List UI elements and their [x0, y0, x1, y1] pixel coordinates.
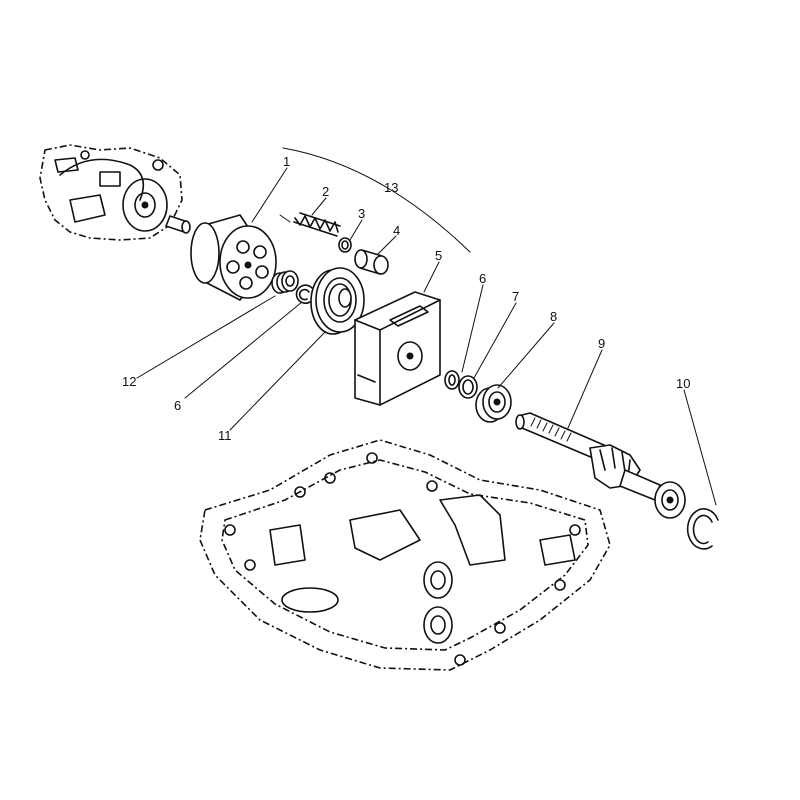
callout-2: 2	[322, 184, 329, 199]
oil-pan-case	[199, 439, 611, 671]
callout-6-left: 6	[174, 398, 181, 413]
callout-10: 10	[676, 376, 690, 391]
part-8-bearing	[475, 384, 512, 423]
part-9-shaft	[515, 412, 686, 519]
callout-11: 11	[218, 428, 232, 443]
callout-7: 7	[512, 289, 519, 304]
part-2-spring	[293, 212, 341, 237]
part-1-rotor	[190, 214, 277, 301]
part-6-circlip-right	[444, 370, 460, 390]
callout-9: 9	[598, 336, 605, 351]
part-3-ring	[338, 237, 352, 253]
part-6-circlip-left	[295, 284, 313, 305]
part-5-block	[354, 291, 441, 406]
part-11-seal	[310, 267, 365, 335]
callout-8: 8	[550, 309, 557, 324]
callout-12: 12	[122, 374, 136, 389]
callout-labels: 1 2 3 4 5 6 7 8 9 10 11 12 13 6	[122, 154, 690, 443]
part-12-spring	[271, 270, 299, 294]
callout-13: 13	[384, 180, 398, 195]
callout-5: 5	[435, 248, 442, 263]
part-7-washer	[458, 375, 478, 399]
part-10-snap-ring	[686, 508, 719, 550]
part-4-plunger	[354, 249, 389, 275]
pump-housing	[39, 144, 183, 241]
leader-lines	[136, 147, 717, 506]
callout-4: 4	[393, 223, 400, 238]
callout-6-right: 6	[479, 271, 486, 286]
callout-1: 1	[283, 154, 290, 169]
pin	[165, 215, 191, 234]
callout-3: 3	[358, 206, 365, 221]
